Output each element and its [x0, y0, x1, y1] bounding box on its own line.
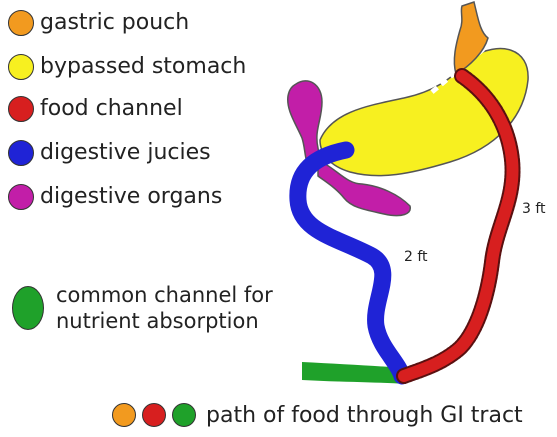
food-path-green-dot: [172, 403, 196, 427]
food-path-label: path of food through GI tract: [206, 403, 523, 428]
food-path-legend: path of food through GI tract: [112, 400, 523, 430]
digestive-channel-length-label: 2 ft: [404, 249, 428, 265]
food-path-orange-dot: [112, 403, 136, 427]
food-path-red-dot: [142, 403, 166, 427]
food-channel-length-label: 3 ft: [522, 201, 546, 217]
